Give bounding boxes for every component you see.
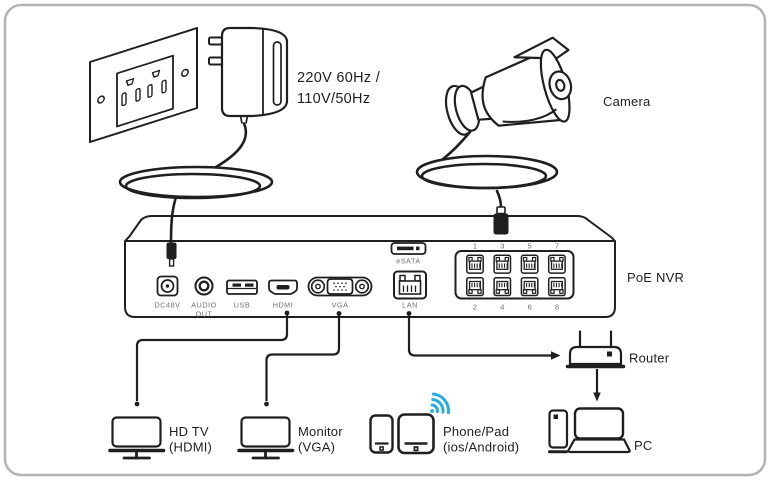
poe-num-8: 8	[555, 303, 559, 312]
poe-nvr-label: PoE NVR	[627, 270, 684, 285]
camera-icon	[444, 36, 573, 136]
hdmi-cable-line	[134, 310, 290, 407]
poe-num-5: 5	[528, 242, 532, 251]
dc-plug-icon	[166, 242, 177, 267]
poe-num-4: 4	[500, 303, 504, 312]
phone-label-line1: Phone/Pad	[443, 424, 509, 439]
poe-port	[493, 254, 512, 274]
pc-icon	[548, 407, 631, 454]
esata-port	[390, 242, 427, 255]
dc48v-label: DC48V	[155, 301, 181, 310]
power-spec-line1: 220V 60Hz /	[297, 70, 381, 86]
camera-connector-icon	[493, 206, 509, 235]
poe-num-3: 3	[500, 242, 504, 251]
monitor-label-line1: Monitor	[298, 424, 343, 439]
router-icon	[565, 330, 626, 369]
camera-label: Camera	[603, 94, 651, 109]
hdtv-label-line2: (HDMI)	[169, 440, 212, 455]
poe-port	[520, 276, 539, 297]
hdmi-label: HDMI	[273, 301, 294, 310]
poe-port	[547, 254, 566, 274]
monitor-label-line2: (VGA)	[298, 440, 335, 455]
power-spec-line2: 110V/50Hz	[297, 91, 370, 107]
hdtv-icon	[108, 416, 166, 460]
poe-port	[520, 254, 539, 274]
lan-label: LAN	[402, 301, 418, 310]
poe-port-block: 1 3 5 7 2 4 6 8	[454, 242, 575, 312]
poe-port	[547, 276, 566, 297]
vga-port	[307, 276, 373, 297]
poe-num-6: 6	[528, 303, 532, 312]
usb-label: USB	[234, 301, 250, 310]
router-label: Router	[629, 351, 670, 366]
audio-label-line1: AUDIO	[191, 301, 217, 310]
esata-label: eSATA	[396, 257, 420, 266]
router-pc-line	[593, 369, 601, 402]
vga-label: VGA	[332, 301, 349, 310]
power-cord	[118, 122, 274, 245]
lan-port	[393, 270, 427, 300]
lan-cable-line	[406, 311, 561, 360]
monitor-icon	[237, 416, 295, 460]
tablet-icon	[397, 413, 435, 455]
audio-label-line2: OUT	[196, 310, 213, 319]
dc48v-port	[156, 275, 179, 297]
power-adapter-icon	[208, 26, 289, 124]
power-spec-label: 220V 60Hz / 110V/50Hz	[297, 70, 381, 107]
camera-cable	[415, 130, 559, 210]
hdmi-port	[268, 279, 298, 295]
poe-num-7: 7	[555, 242, 559, 251]
phone-label-line2: (ios/Android)	[443, 440, 519, 455]
hdtv-label-line1: HD TV	[169, 424, 209, 439]
poe-port	[493, 276, 512, 297]
poe-port	[466, 276, 484, 297]
vga-cable-line	[264, 311, 342, 407]
poe-num-1: 1	[473, 242, 477, 251]
wifi-icon	[430, 392, 450, 415]
audio-out-port	[194, 276, 214, 296]
poe-port	[466, 254, 484, 274]
poe-num-2: 2	[473, 303, 477, 312]
wall-outlet-icon	[89, 27, 198, 144]
phone-icon	[369, 414, 394, 454]
usb-port	[226, 279, 258, 295]
pc-label: PC	[634, 438, 652, 453]
